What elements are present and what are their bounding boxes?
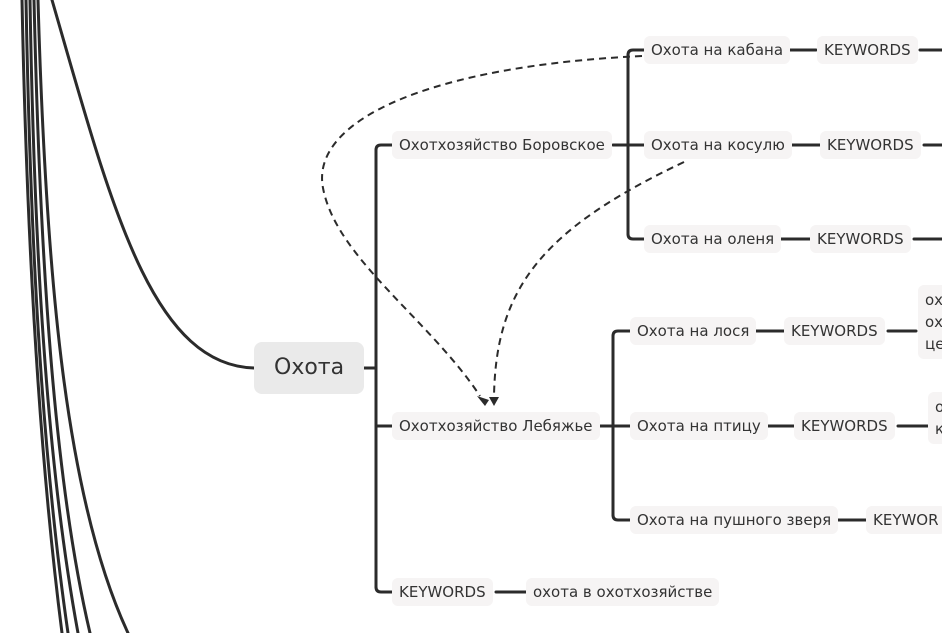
topic-kaban[interactable]: Охота на кабана [644, 36, 791, 64]
root-node[interactable]: Охота [254, 342, 365, 394]
note-line: к [935, 420, 942, 438]
note-los[interactable]: ох ох це [918, 285, 942, 359]
keywords-kosulya[interactable]: KEYWORDS [820, 131, 921, 159]
branch-lebyazhye[interactable]: Охотхозяйство Лебяжье [392, 412, 600, 440]
keywords-value[interactable]: охота в охотхозяйстве [526, 578, 720, 606]
dashed-relation-kaban [321, 55, 643, 397]
topic-olen[interactable]: Охота на оленя [644, 225, 782, 253]
note-line: ох [925, 313, 942, 331]
keywords-kaban[interactable]: KEYWORDS [817, 36, 918, 64]
topic-kosulya[interactable]: Охота на косулю [644, 131, 792, 159]
keywords-olen[interactable]: KEYWORDS [810, 225, 911, 253]
arrowhead-icon [489, 397, 499, 406]
arrowhead-icon [477, 396, 489, 406]
dashed-relation-kosulya [493, 161, 685, 397]
note-line: о [935, 398, 942, 416]
note-line: ох [925, 291, 942, 309]
keywords-pushnoy[interactable]: KEYWOR [866, 506, 942, 534]
branch-keywords[interactable]: KEYWORDS [392, 578, 493, 606]
note-line: це [925, 335, 942, 353]
keywords-ptica[interactable]: KEYWORDS [794, 412, 895, 440]
keywords-los[interactable]: KEYWORDS [784, 317, 885, 345]
note-ptica[interactable]: о к [928, 392, 942, 444]
topic-ptica[interactable]: Охота на птицу [630, 412, 768, 440]
topic-los[interactable]: Охота на лося [630, 317, 757, 345]
topic-pushnoy[interactable]: Охота на пушного зверя [630, 506, 839, 534]
branch-borovskoe[interactable]: Охотхозяйство Боровское [392, 131, 612, 159]
